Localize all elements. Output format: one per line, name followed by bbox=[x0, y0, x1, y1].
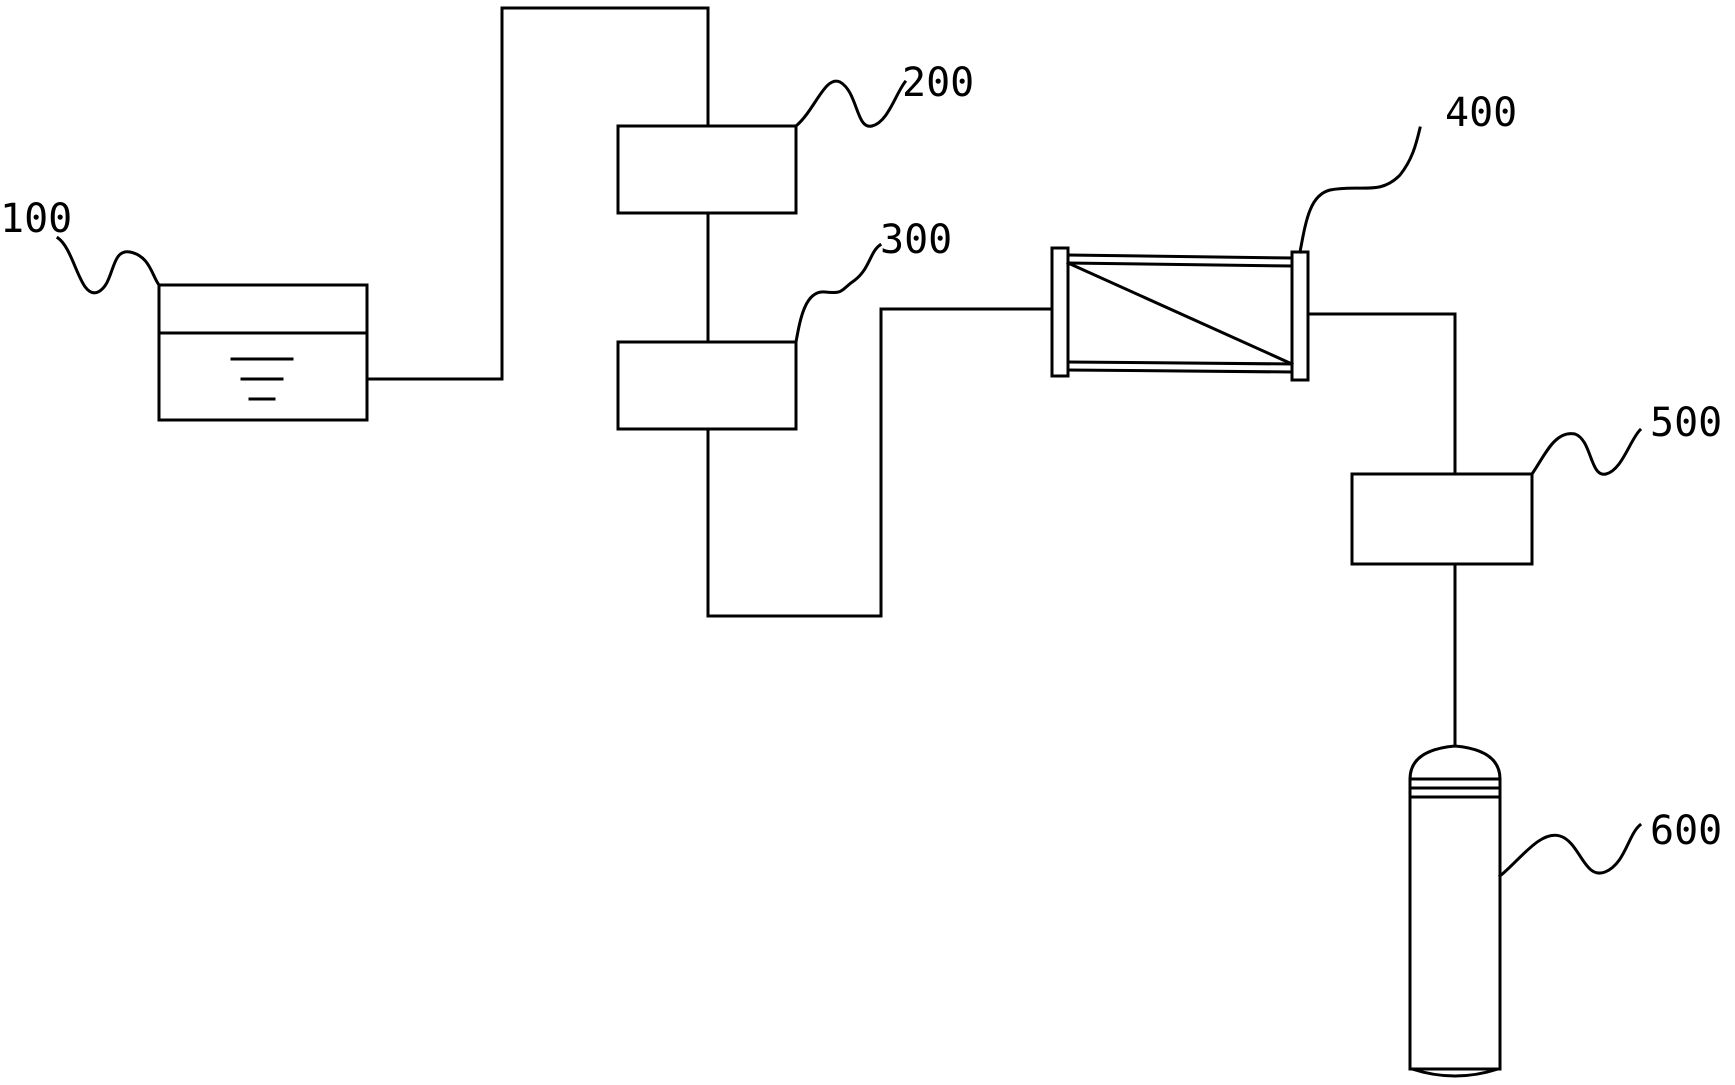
unit-300-box bbox=[616, 340, 798, 431]
label-200: 200 bbox=[902, 60, 974, 106]
label-400: 400 bbox=[1445, 90, 1517, 136]
cylinder-body bbox=[1408, 777, 1502, 1071]
label-300: 300 bbox=[880, 217, 952, 263]
cylinder-600 bbox=[1408, 744, 1502, 1078]
pipe-tank-to-unit-200 bbox=[365, 6, 710, 381]
filter-top-rail-inner bbox=[1066, 261, 1294, 268]
tank-100 bbox=[157, 283, 369, 422]
label-500: 500 bbox=[1650, 400, 1722, 446]
pipe-filter-400-to-unit-500 bbox=[1306, 312, 1457, 476]
label-100: 100 bbox=[0, 196, 72, 242]
unit-500-box bbox=[1350, 472, 1534, 566]
leader-200 bbox=[793, 79, 908, 129]
label-600: 600 bbox=[1650, 808, 1722, 854]
pipe-unit-300-to-filter-400 bbox=[706, 307, 1054, 618]
filter-400 bbox=[1050, 246, 1310, 382]
piping bbox=[365, 6, 1457, 748]
filter-top-rail-outer bbox=[1066, 253, 1294, 260]
leader-400 bbox=[1298, 126, 1422, 254]
unit-200-box bbox=[616, 124, 798, 215]
reference-labels: 100 200 300 400 500 600 bbox=[0, 60, 1722, 854]
leader-lines bbox=[55, 79, 1643, 879]
leader-500 bbox=[1529, 427, 1643, 477]
filter-bottom-rail-outer bbox=[1066, 368, 1294, 374]
leader-300 bbox=[794, 242, 883, 344]
cylinder-top-cap bbox=[1408, 744, 1502, 781]
filter-bottom-rail-inner bbox=[1066, 360, 1294, 366]
filter-diagonal bbox=[1066, 261, 1294, 366]
cylinder-bottom-cap bbox=[1411, 1067, 1499, 1078]
leader-100 bbox=[55, 235, 162, 295]
leader-600 bbox=[1497, 822, 1643, 879]
filter-left-flange bbox=[1050, 246, 1070, 378]
filter-right-flange bbox=[1290, 250, 1310, 382]
